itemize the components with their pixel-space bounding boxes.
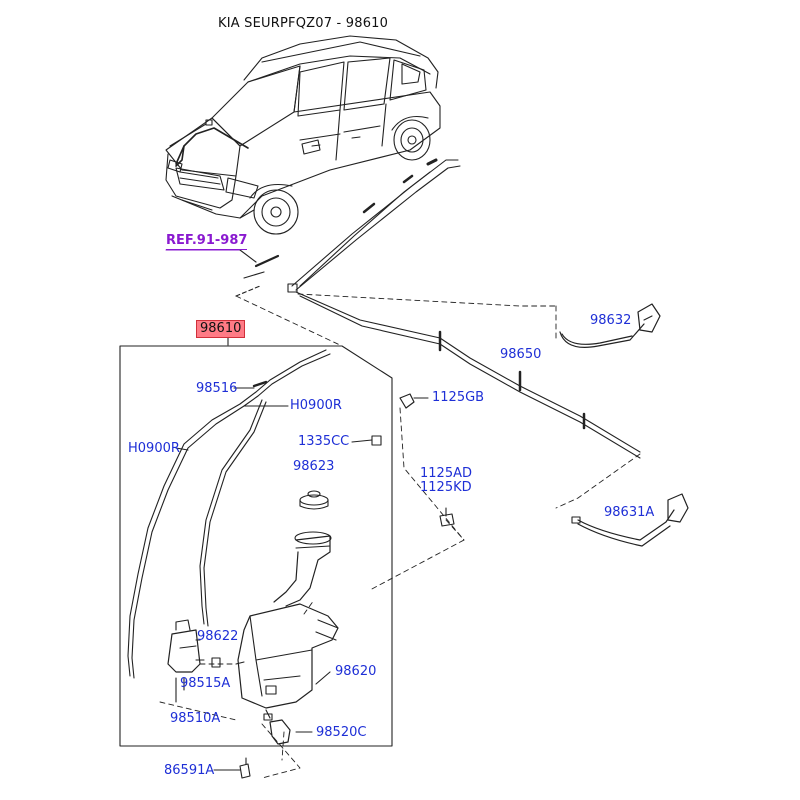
part-label-1125gb[interactable]: 1125GB	[432, 390, 485, 405]
part-label-98631a[interactable]: 98631A	[604, 505, 655, 520]
part-label-98632[interactable]: 98632	[590, 313, 632, 328]
part-label-1335cc[interactable]: 1335CC	[298, 434, 350, 449]
part-label-98510a[interactable]: 98510A	[170, 711, 221, 726]
part-label-98516[interactable]: 98516	[196, 381, 238, 396]
part-label-1125ad[interactable]: 1125AD	[420, 466, 472, 481]
diagram-title: KIA SEURPFQZ07 - 98610	[218, 16, 389, 31]
part-label-98515a[interactable]: 98515A	[180, 676, 231, 691]
part-label-h0900r-left[interactable]: H0900R	[128, 441, 180, 456]
part-label-98650[interactable]: 98650	[500, 347, 542, 362]
part-label-98620[interactable]: 98620	[335, 664, 377, 679]
part-label-98622[interactable]: 98622	[197, 629, 239, 644]
assembly-part-number[interactable]: 98610	[196, 320, 246, 338]
part-label-1125kd[interactable]: 1125KD	[420, 480, 472, 495]
vehicle-illustration	[165, 35, 441, 235]
part-label-86591a[interactable]: 86591A	[164, 763, 215, 778]
part-label-98520c[interactable]: 98520C	[316, 725, 367, 740]
part-label-98623[interactable]: 98623	[293, 459, 335, 474]
reference-link[interactable]: REF.91-987	[166, 233, 248, 250]
part-label-h0900r-right[interactable]: H0900R	[290, 398, 342, 413]
